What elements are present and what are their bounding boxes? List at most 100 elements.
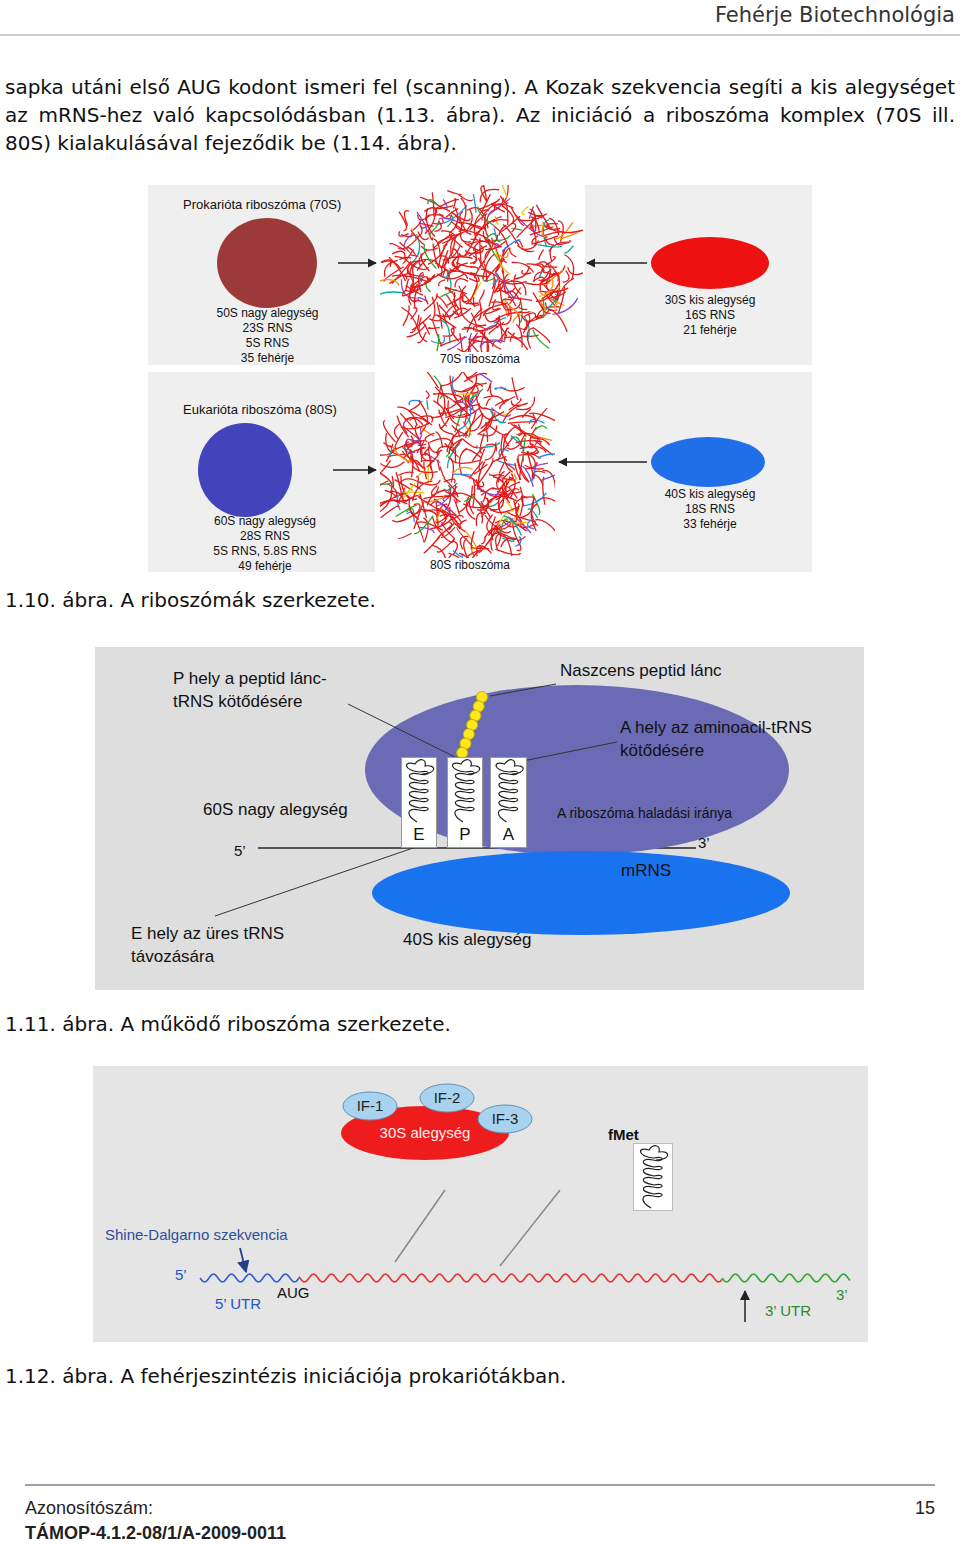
- rna-strand: [415, 226, 422, 239]
- rna-strand: [380, 460, 391, 477]
- rna-strand: [473, 478, 475, 507]
- node-decoration: [641, 1146, 668, 1208]
- rna-strand: [415, 424, 417, 435]
- rna-strand: [503, 225, 519, 246]
- rna-strand: [420, 493, 427, 518]
- node-decoration: [407, 760, 434, 822]
- text-label: 3’: [836, 1286, 848, 1304]
- rna-strand: [535, 520, 555, 534]
- rna-strand: [385, 490, 397, 497]
- rna-strand: [421, 253, 429, 271]
- node-title: 80S riboszóma: [424, 558, 516, 572]
- site-box: P: [447, 757, 483, 848]
- pointer-line: [500, 1190, 560, 1266]
- rna-strand: [466, 285, 477, 305]
- ellipse-node: 30S kis alegység16S RNS21 fehérje: [650, 236, 770, 336]
- rna-strand: [436, 492, 453, 505]
- rna-strand: [450, 507, 466, 531]
- ellipse-outline: [217, 218, 317, 308]
- text-label: Naszcens peptid lánc: [560, 661, 722, 681]
- rna-strand: [380, 481, 389, 492]
- rna-strand: [432, 192, 434, 216]
- rna-strand: [508, 422, 536, 424]
- rna-strand: [485, 235, 498, 243]
- rna-strand: [470, 413, 483, 431]
- rna-strand: [403, 426, 422, 442]
- rna-strand: [424, 537, 440, 553]
- rna-strand: [507, 443, 522, 449]
- rna-strand: [441, 231, 456, 238]
- rna-strand: [528, 519, 535, 529]
- rna-strand: [421, 509, 437, 519]
- site-box: E: [401, 757, 437, 848]
- text-label: 5’: [234, 842, 246, 860]
- rna-strand: [399, 212, 406, 231]
- figure-panel: [148, 185, 375, 365]
- rna-strand: [425, 295, 428, 304]
- rna-strand: [419, 272, 424, 292]
- rna-strand: [457, 400, 477, 412]
- rna-strand: [441, 386, 445, 415]
- node-text: 80S riboszóma: [424, 558, 516, 572]
- rna-strand: [439, 280, 446, 286]
- node-text: E: [400, 825, 438, 845]
- rna-strand: [464, 496, 474, 501]
- rna-strand: [380, 280, 399, 286]
- rna-strand: [468, 550, 480, 558]
- node-shape: [372, 848, 790, 938]
- mrna-wave: [200, 1274, 300, 1282]
- rna-strand: [449, 207, 458, 233]
- rna-strand: [464, 327, 484, 338]
- node-text: P: [446, 825, 484, 845]
- rna-strand: [390, 243, 405, 250]
- rna-strand: [420, 276, 422, 285]
- rna-strand: [568, 267, 583, 274]
- rna-strand: [479, 374, 492, 382]
- text-label: A riboszóma haladási iránya: [557, 805, 732, 822]
- node-title: E: [400, 825, 438, 845]
- rna-strand: [556, 222, 573, 239]
- text-label: 3’ UTR: [765, 1302, 811, 1320]
- figure-panel: [585, 372, 812, 572]
- rna-strand: [516, 441, 542, 443]
- structure-image: 70S riboszóma: [380, 185, 583, 365]
- assembly-arrow: [333, 469, 376, 470]
- rna-strand: [412, 315, 431, 330]
- rna-strand: [458, 413, 467, 415]
- rna-strand: [410, 401, 420, 411]
- node-text: fMet: [608, 1126, 660, 1144]
- rna-strand: [500, 196, 508, 203]
- rna-strand: [471, 313, 477, 329]
- rna-strand: [504, 279, 516, 298]
- node-title: 30S kis alegység: [649, 293, 771, 308]
- leader-line: [348, 704, 455, 757]
- rna-strand: [537, 498, 555, 505]
- text-label: 3’: [698, 834, 710, 852]
- rna-strand: [514, 425, 540, 439]
- rna-strand: [426, 208, 435, 236]
- rna-strand: [452, 425, 468, 435]
- figure-background: [95, 647, 864, 990]
- rna-strand: [499, 449, 509, 457]
- rna-strand: [418, 215, 430, 220]
- text-label: Shine-Dalgarno szekvencia: [105, 1226, 288, 1244]
- rna-strand: [493, 273, 498, 284]
- rna-strand: [483, 412, 493, 431]
- rna-strand: [518, 448, 537, 455]
- rna-strand: [509, 399, 521, 410]
- rna-strand: [461, 474, 478, 490]
- rna-strand: [440, 514, 462, 524]
- rna-strand: [428, 200, 438, 205]
- rna-strand: [493, 220, 509, 223]
- node-text: IF-3: [476, 1110, 534, 1128]
- rna-strand: [542, 223, 547, 236]
- rna-strand: [564, 246, 573, 253]
- rna-strand: [480, 249, 491, 268]
- rna-strand: [380, 462, 404, 468]
- rna-strand: [434, 239, 441, 256]
- rna-strand: [447, 271, 467, 279]
- node-title: 60S nagy alegység: [199, 514, 331, 529]
- rna-strand: [495, 388, 506, 390]
- rna-strand: [535, 426, 547, 430]
- rna-strand: [382, 261, 401, 269]
